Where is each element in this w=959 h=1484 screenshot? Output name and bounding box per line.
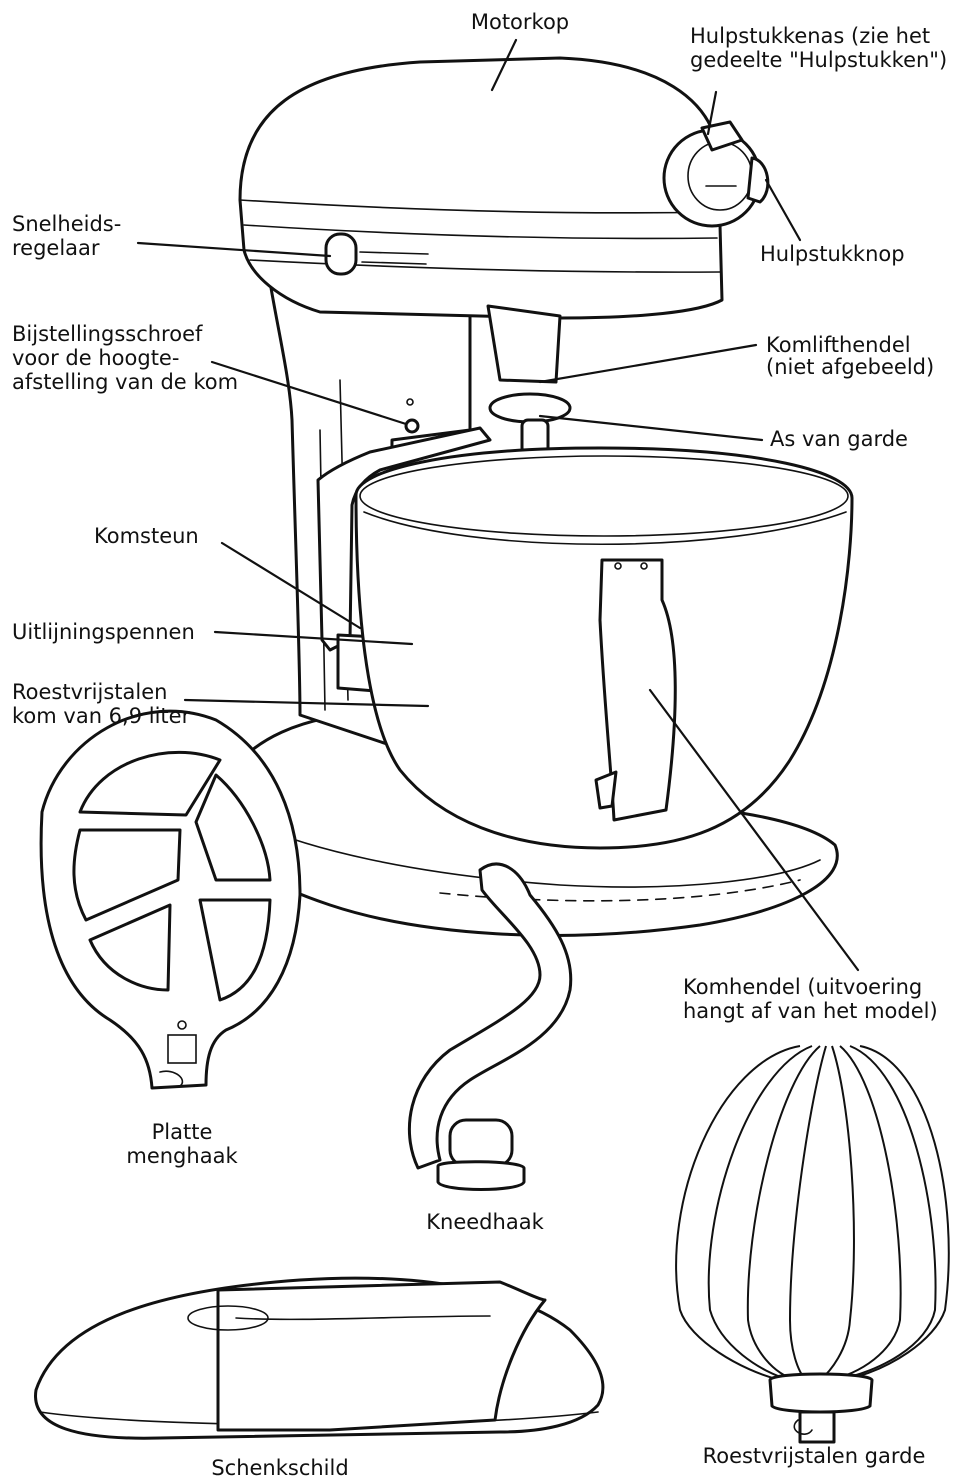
label-komlifthendel: Komlifthendel (niet afgebeeld) bbox=[766, 334, 934, 378]
label-komhendel-line2: hangt af van het model) bbox=[683, 999, 938, 1023]
stand-mixer-illustration bbox=[210, 56, 854, 937]
label-uitlijningspennen: Uitlijningspennen bbox=[12, 620, 195, 644]
label-hulpstukkenas: Hulpstukkenas (zie het gedeelte "Hulpstu… bbox=[690, 24, 955, 72]
label-bijstelling-line2: voor de hoogte- bbox=[12, 346, 180, 370]
label-snelheid-line2: regelaar bbox=[12, 236, 100, 260]
dough-hook-icon bbox=[407, 862, 573, 1191]
label-komlift-line2: (niet afgebeeld) bbox=[766, 355, 935, 379]
label-kneedhaak: Kneedhaak bbox=[426, 1210, 544, 1234]
label-hulpstukknop: Hulpstukknop bbox=[760, 242, 905, 266]
label-komhendel-line1: Komhendel (uitvoering bbox=[683, 975, 923, 999]
label-hulpstukkenas-line2: gedeelte "Hulpstukken") bbox=[690, 48, 948, 72]
label-kom-line2: kom van 6,9 liter bbox=[12, 704, 191, 728]
wire-whip-icon bbox=[675, 1045, 950, 1444]
label-as-van-garde: As van garde bbox=[770, 427, 908, 451]
flat-beater-icon bbox=[39, 709, 302, 1090]
label-motorkop: Motorkop bbox=[470, 10, 570, 34]
label-platte-menghaak: Platte menghaak bbox=[112, 1120, 252, 1168]
label-snelheidsregelaar: Snelheids- regelaar bbox=[12, 212, 121, 260]
label-roestvrijstalen-garde: Roestvrijstalen garde bbox=[702, 1444, 926, 1468]
label-komsteun: Komsteun bbox=[94, 524, 199, 548]
label-roestvrijstalen-kom: Roestvrijstalen kom van 6,9 liter bbox=[12, 680, 190, 728]
label-platte-line2: menghaak bbox=[126, 1144, 238, 1168]
label-bijstelling-line3: afstelling van de kom bbox=[12, 370, 239, 394]
label-schenkschild: Schenkschild bbox=[211, 1456, 349, 1480]
label-komhendel: Komhendel (uitvoering hangt af van het m… bbox=[683, 975, 938, 1023]
label-bijstellingsschroef: Bijstellingsschroef voor de hoogte- afst… bbox=[12, 322, 238, 394]
label-platte-line1: Platte bbox=[151, 1120, 213, 1144]
leader-lines bbox=[136, 38, 860, 972]
label-snelheid-line1: Snelheids- bbox=[12, 212, 122, 236]
label-bijstelling-line1: Bijstellingsschroef bbox=[12, 322, 203, 346]
label-kom-line1: Roestvrijstalen bbox=[12, 680, 168, 704]
label-hulpstukkenas-line1: Hulpstukkenas (zie het bbox=[690, 24, 931, 48]
label-komlift-line1: Komlifthendel bbox=[766, 333, 911, 357]
pouring-shield-icon bbox=[34, 1276, 605, 1440]
